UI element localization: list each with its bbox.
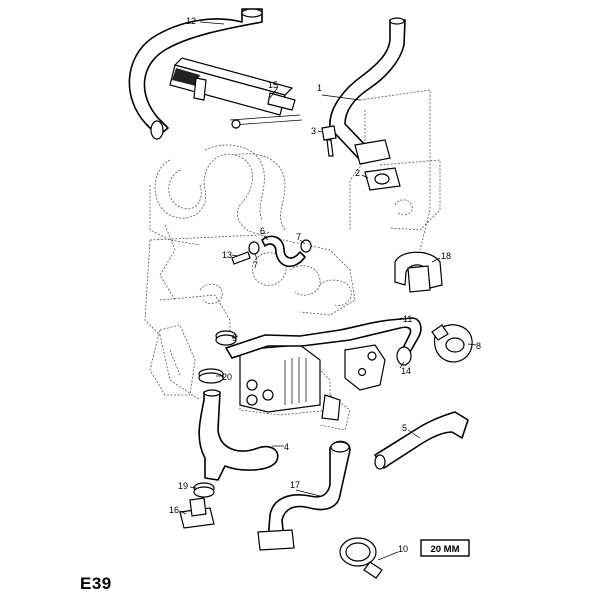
engine-background <box>144 89 441 431</box>
part-8-clip <box>431 324 473 363</box>
callout-6: 6 <box>260 226 265 236</box>
callout-9: 9 <box>232 333 237 343</box>
part-3-bolt <box>321 125 337 157</box>
callout-5: 5 <box>402 423 407 433</box>
callout-15: 15 <box>268 80 278 90</box>
part-12-hose <box>128 8 263 140</box>
callout-20: 20 <box>222 372 232 382</box>
part-2-gasket <box>364 167 401 191</box>
part-11-pipe <box>225 317 422 359</box>
part-1-hose <box>329 17 406 165</box>
callout-3: 3 <box>311 126 316 136</box>
callout-4: 4 <box>284 442 289 452</box>
part-15-tube-box <box>169 57 303 129</box>
sheet-code: E39 <box>80 574 112 593</box>
callout-7b: 7 <box>296 232 301 242</box>
callout-13: 13 <box>222 250 232 260</box>
callout-18: 18 <box>441 251 451 261</box>
callout-7a: 7 <box>253 260 258 270</box>
clamp-size-label: 20 MM <box>430 544 459 555</box>
callout-labels: 12 15 1 3 2 6 7 7 13 18 11 9 20 14 8 4 5… <box>169 16 481 554</box>
callout-10: 10 <box>398 544 408 554</box>
callout-12: 12 <box>186 16 196 26</box>
callout-19: 19 <box>178 481 188 491</box>
part-20-clamp <box>198 368 224 384</box>
part-18-clip <box>394 251 443 293</box>
part-4-hose <box>198 389 279 481</box>
clamp-size-box: 20 MM <box>420 539 470 557</box>
part-9-clamp <box>215 330 237 346</box>
part-17-hose <box>257 440 351 551</box>
part-10-hose-clamp <box>339 537 383 579</box>
callout-1: 1 <box>317 83 322 93</box>
part-6-hose <box>261 235 306 268</box>
part-13-pin <box>231 251 251 265</box>
leader-lines <box>179 21 477 561</box>
callout-16: 16 <box>169 505 179 515</box>
callout-17: 17 <box>290 480 300 490</box>
part-14-clamp <box>396 346 412 366</box>
part-19-clamp <box>193 482 215 498</box>
callout-2: 2 <box>355 168 360 178</box>
part-16-flange <box>179 497 215 529</box>
part-5-hose <box>374 411 469 470</box>
callout-8: 8 <box>476 341 481 351</box>
callout-14: 14 <box>401 366 411 376</box>
callout-11: 11 <box>403 314 412 324</box>
valve-block <box>239 344 386 421</box>
